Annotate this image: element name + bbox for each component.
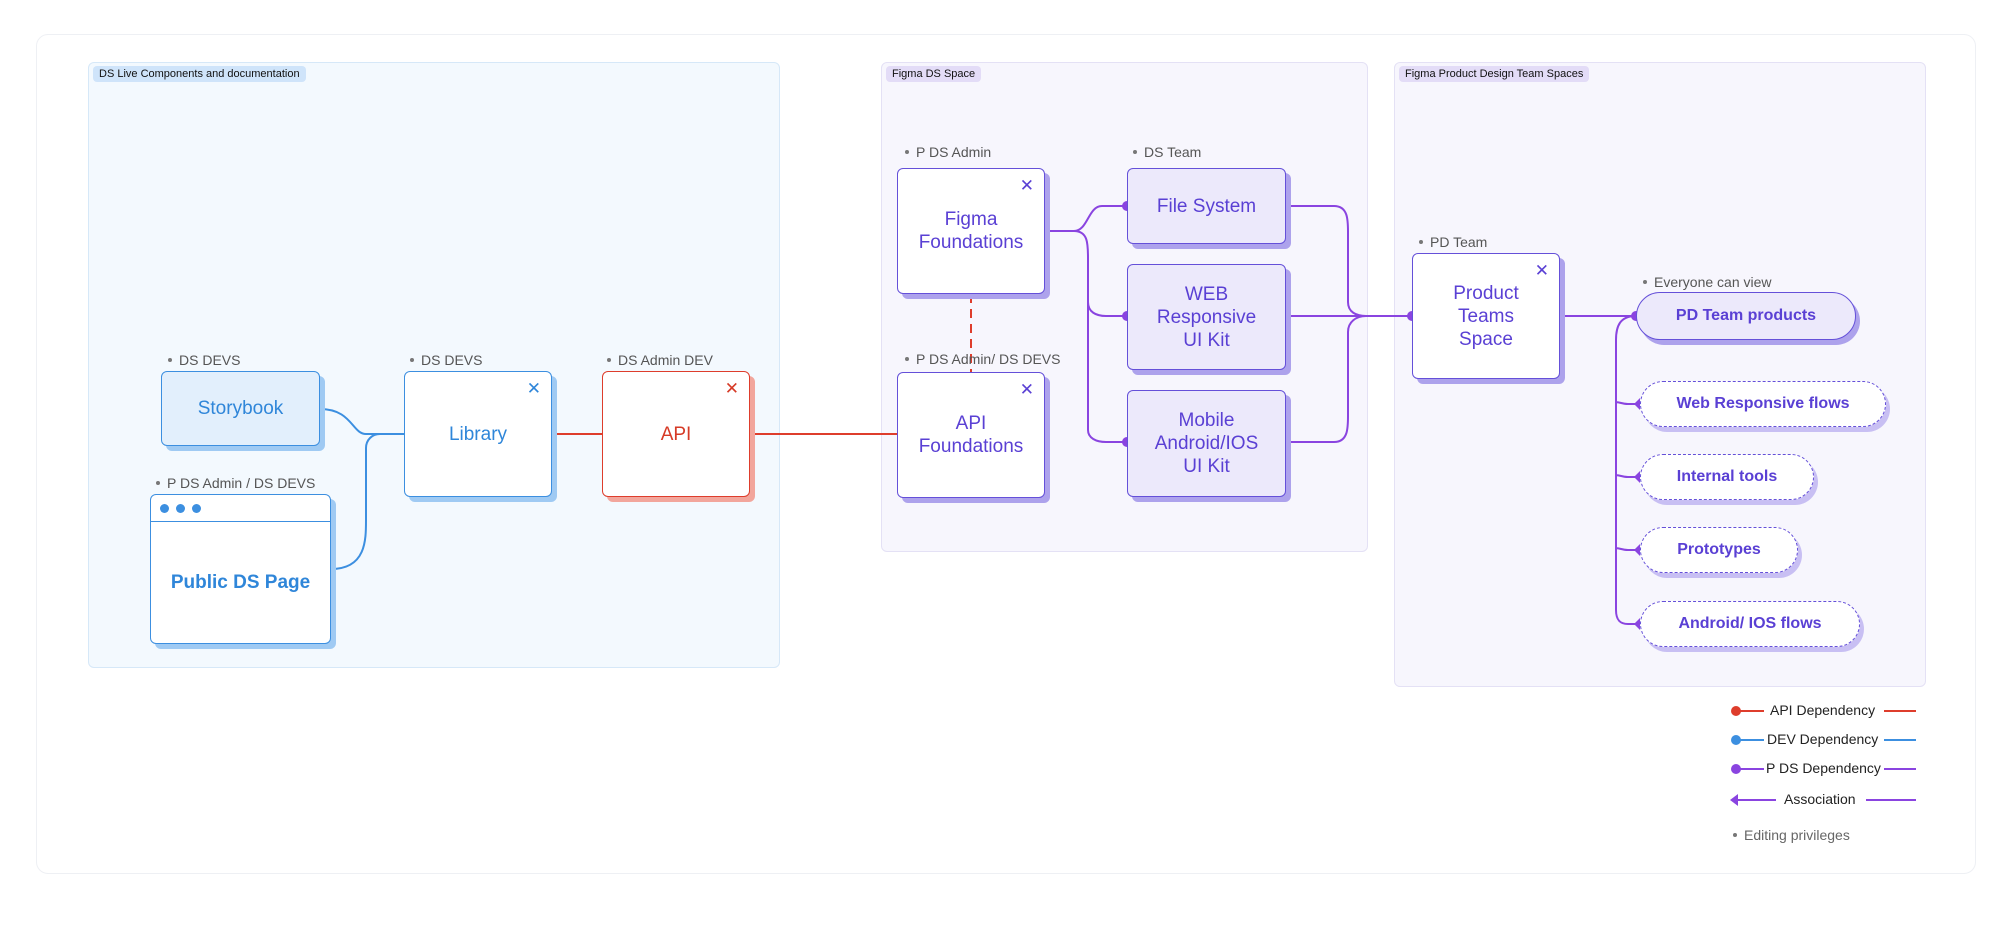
close-icon[interactable]: ✕ — [724, 379, 739, 398]
region-figma-ds-space-tag: Figma DS Space — [886, 66, 982, 82]
caption-pd-team-privileges: PD Team — [1419, 234, 1487, 250]
legend-dev-dependency: DEV Dependency — [1767, 731, 1879, 747]
pds-connector-kits-product — [1287, 205, 1412, 443]
association-arrow-internal-tools — [1634, 471, 1640, 483]
pds-connector-foundations-kits — [1047, 205, 1127, 443]
association-trunk — [1615, 315, 1640, 625]
node-library[interactable]: ✕ Library — [404, 371, 552, 497]
legend-association: Association — [1784, 791, 1856, 807]
legend-editing-privileges: Editing privileges — [1733, 827, 1850, 843]
node-api-foundations-label: API Foundations — [918, 413, 1024, 457]
association-arrow-web-flows — [1634, 398, 1640, 410]
caption-api-foundations-privileges: P DS Admin/ DS DEVS — [905, 351, 1060, 367]
region-live-components-tag: DS Live Components and documentation — [93, 66, 306, 82]
caption-library-privileges: DS DEVS — [410, 352, 482, 368]
node-public-ds-page[interactable]: Public DS Page — [150, 494, 331, 644]
pill-web-responsive-flows[interactable]: Web Responsive flows — [1640, 381, 1886, 427]
node-api[interactable]: ✕ API — [602, 371, 750, 497]
node-storybook[interactable]: Storybook — [161, 371, 320, 446]
caption-api-privileges: DS Admin DEV — [607, 352, 713, 368]
node-library-label: Library — [448, 423, 508, 445]
node-api-label: API — [660, 423, 692, 445]
caption-public-page-privileges: P DS Admin / DS DEVS — [156, 475, 315, 491]
close-icon[interactable]: ✕ — [1019, 380, 1034, 399]
association-arrow-prototypes — [1634, 544, 1640, 556]
legend-api-dependency: API Dependency — [1770, 702, 1876, 718]
legend-pds-dependency: P DS Dependency — [1766, 760, 1881, 776]
node-public-ds-page-label: Public DS Page — [170, 571, 311, 593]
browser-dots-icon — [151, 495, 330, 522]
region-product-design-spaces-tag: Figma Product Design Team Spaces — [1399, 66, 1590, 82]
node-web-responsive-ui-kit[interactable]: WEB Responsive UI Kit — [1127, 264, 1286, 370]
node-figma-foundations-label: Figma Foundations — [918, 209, 1024, 253]
node-product-teams-space-label: Product Teams Space — [1453, 282, 1519, 350]
close-icon[interactable]: ✕ — [1534, 261, 1549, 280]
node-file-system[interactable]: File System — [1127, 168, 1286, 244]
caption-ds-team-privileges: DS Team — [1133, 144, 1201, 160]
pill-internal-tools[interactable]: Internal tools — [1640, 454, 1814, 500]
caption-everyone-can-view: Everyone can view — [1643, 274, 1772, 290]
close-icon[interactable]: ✕ — [526, 379, 541, 398]
caption-figma-foundations-privileges: P DS Admin — [905, 144, 991, 160]
pill-prototypes[interactable]: Prototypes — [1640, 527, 1798, 573]
pill-android-ios-flows[interactable]: Android/ IOS flows — [1640, 601, 1860, 647]
close-icon[interactable]: ✕ — [1019, 176, 1034, 195]
node-product-teams-space[interactable]: ✕ Product Teams Space — [1412, 253, 1560, 379]
caption-storybook-privileges: DS DEVS — [168, 352, 240, 368]
node-mobile-ui-kit[interactable]: Mobile Android/IOS UI Kit — [1127, 390, 1286, 497]
node-figma-foundations[interactable]: ✕ Figma Foundations — [897, 168, 1045, 294]
dev-connector-public-page-library — [330, 433, 381, 570]
association-arrow-mobile-flows — [1634, 618, 1640, 630]
dev-connector-storybook-library — [319, 408, 404, 435]
node-api-foundations[interactable]: ✕ API Foundations — [897, 372, 1045, 498]
pill-pd-team-products[interactable]: PD Team products — [1636, 292, 1856, 340]
